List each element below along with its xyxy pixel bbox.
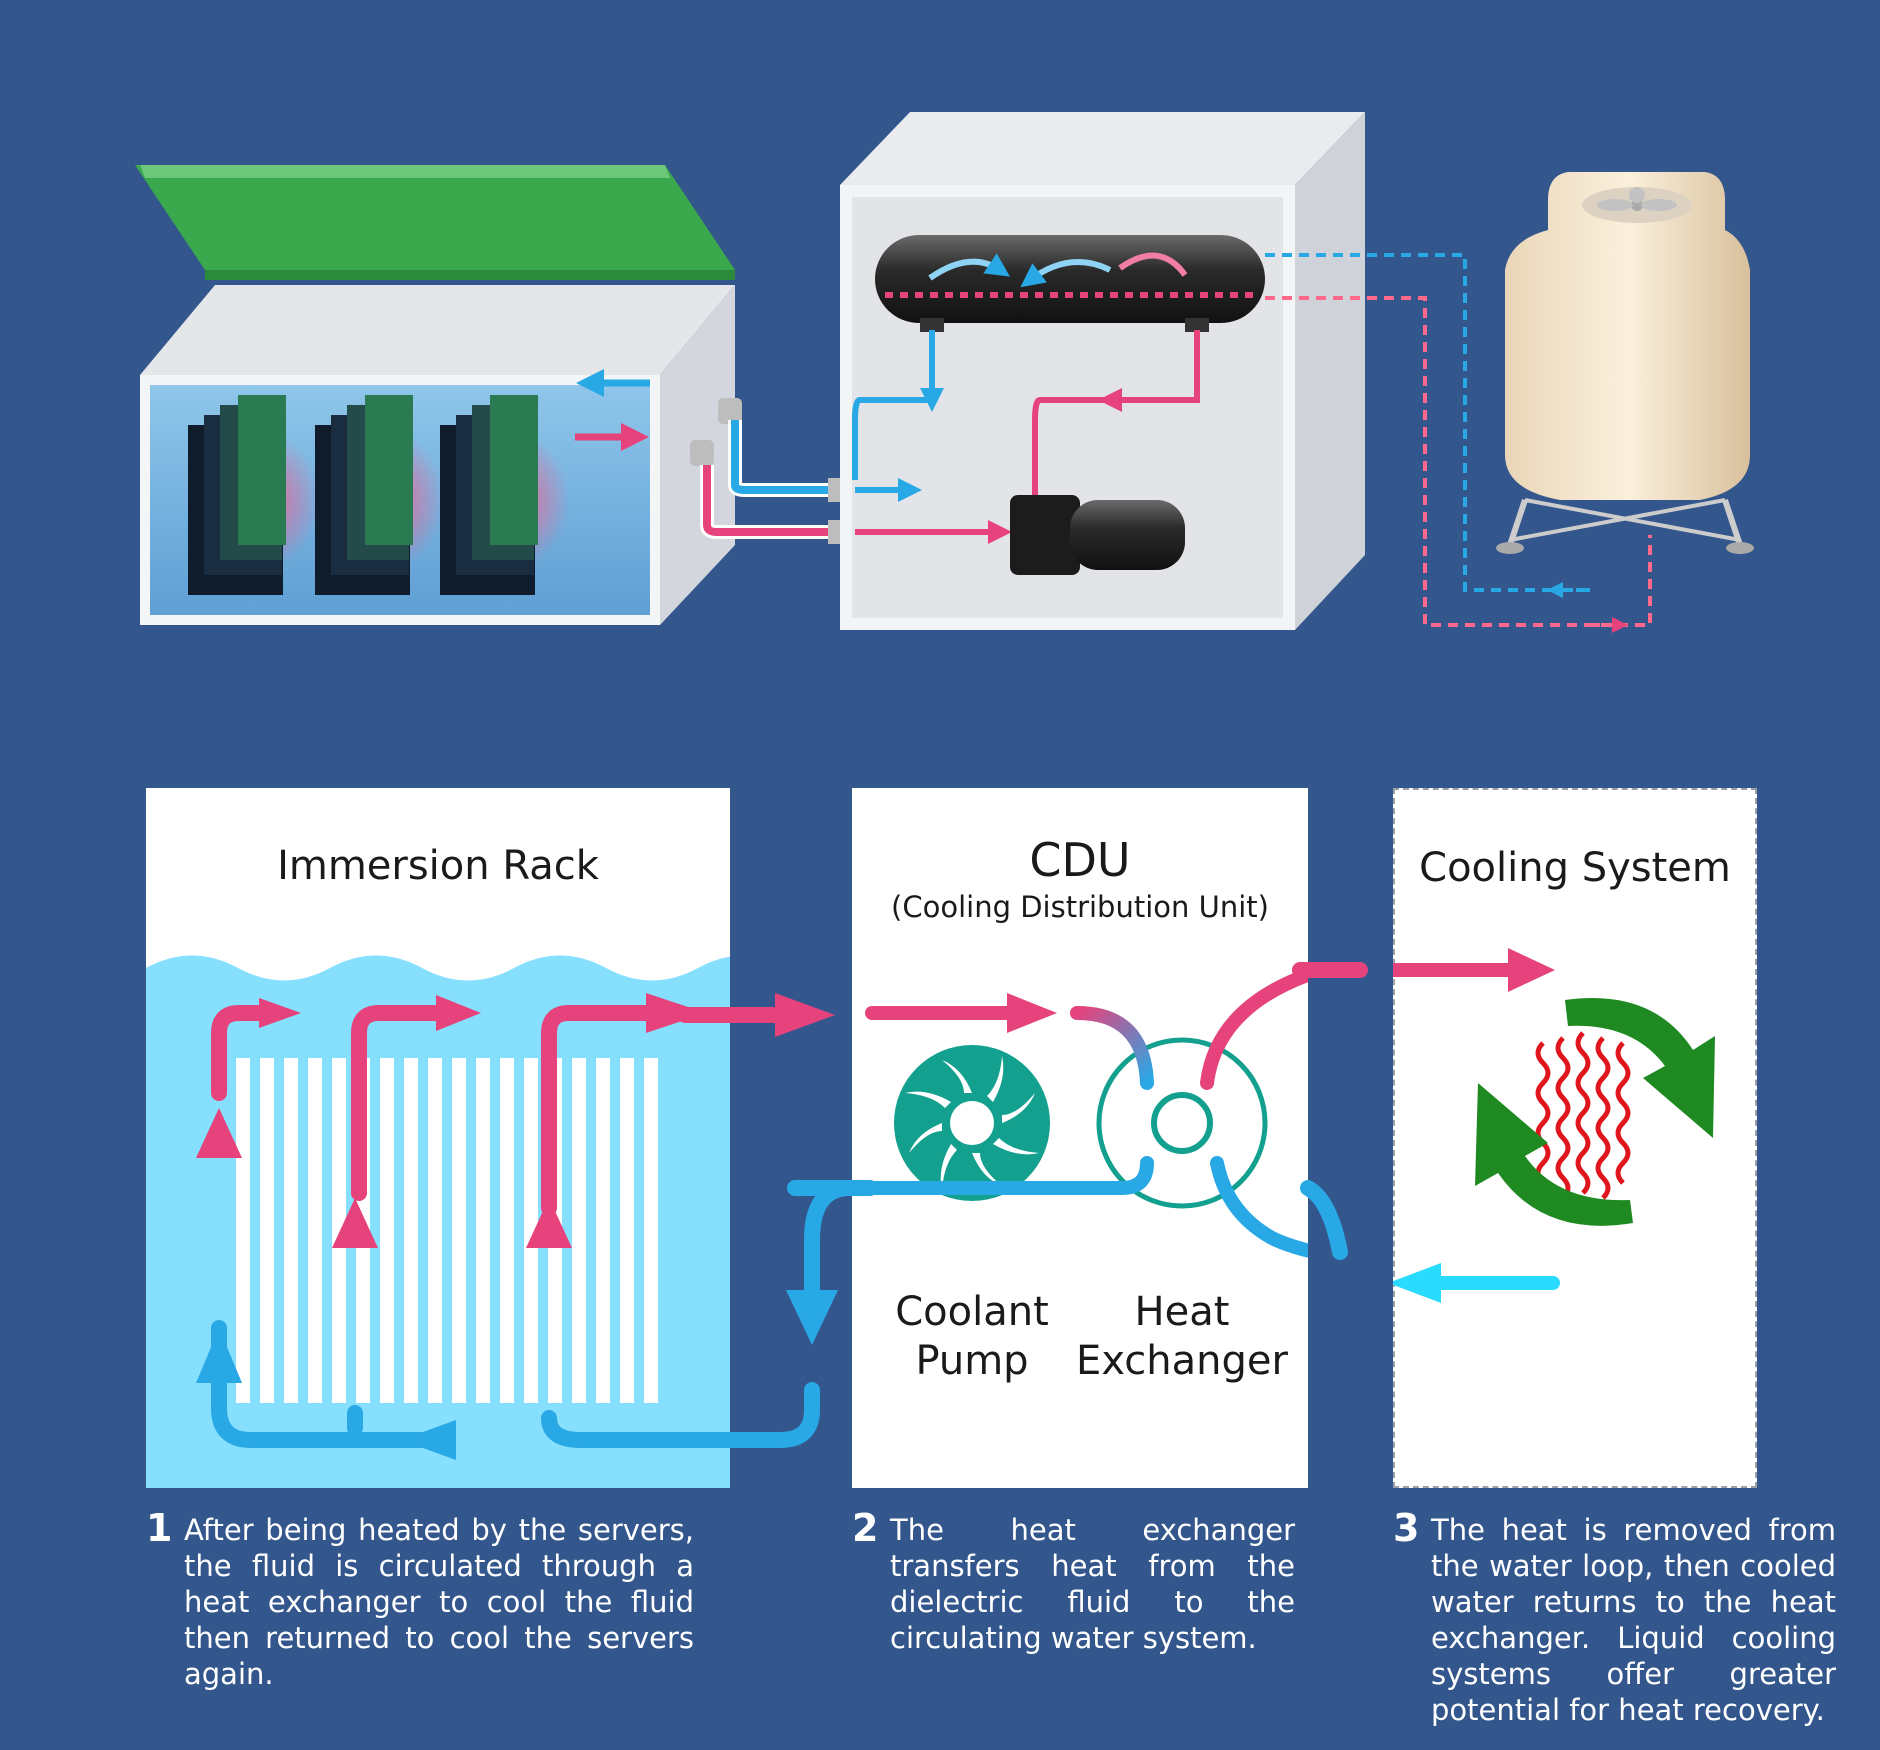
coolant-pump-label: Coolant Pump (895, 1289, 1049, 1384)
immersion-tank-illustration (135, 165, 735, 625)
flow-arrowhead (1393, 1263, 1441, 1303)
cdu-diagram (852, 967, 1308, 1258)
recycle-arrows-icon (1475, 998, 1715, 1226)
step-number: 1 (146, 1506, 173, 1550)
tower-fan-icon (1597, 187, 1677, 211)
panel-cooling-system: Cooling System (1393, 788, 1757, 1488)
panel-title: CDU (1029, 833, 1131, 887)
flow-arrowhead (1007, 993, 1057, 1033)
tank-lid (135, 165, 735, 270)
server-boards-icon (188, 395, 538, 595)
cdu-cabinet-illustration (840, 112, 1365, 630)
tower-body (1505, 172, 1750, 500)
step-number: 2 (852, 1506, 879, 1550)
panel-subtitle: (Cooling Distribution Unit) (891, 890, 1269, 924)
pump-motor-illustration (1010, 495, 1185, 575)
connecting-pipes (690, 398, 850, 544)
step-text: The heat exchanger transfers heat from t… (890, 1513, 1295, 1655)
heat-exchanger-icon (1096, 1037, 1268, 1209)
step-text: After being heated by the servers, the f… (184, 1513, 694, 1691)
coolant-pump-icon (894, 1045, 1050, 1201)
panel-cdu: CDU (Cooling Distribution Unit) (852, 788, 1308, 1488)
cooling-system-diagram (1393, 948, 1715, 1303)
step-number: 3 (1393, 1506, 1420, 1550)
flow-arrowhead (1508, 948, 1555, 992)
immersion-rack-diagram (146, 955, 730, 1488)
cooling-tower-illustration (1496, 172, 1754, 554)
panel-immersion-rack: Immersion Rack (146, 788, 730, 1488)
heat-exchanger-label: Heat Exchanger (1076, 1289, 1288, 1384)
step-text: The heat is removed from the water loop,… (1431, 1513, 1836, 1727)
heat-waves-icon (1535, 1031, 1631, 1200)
panel-title: Immersion Rack (277, 843, 599, 889)
panel-title: Cooling System (1419, 845, 1731, 891)
flow-arrowheads (196, 993, 706, 1460)
